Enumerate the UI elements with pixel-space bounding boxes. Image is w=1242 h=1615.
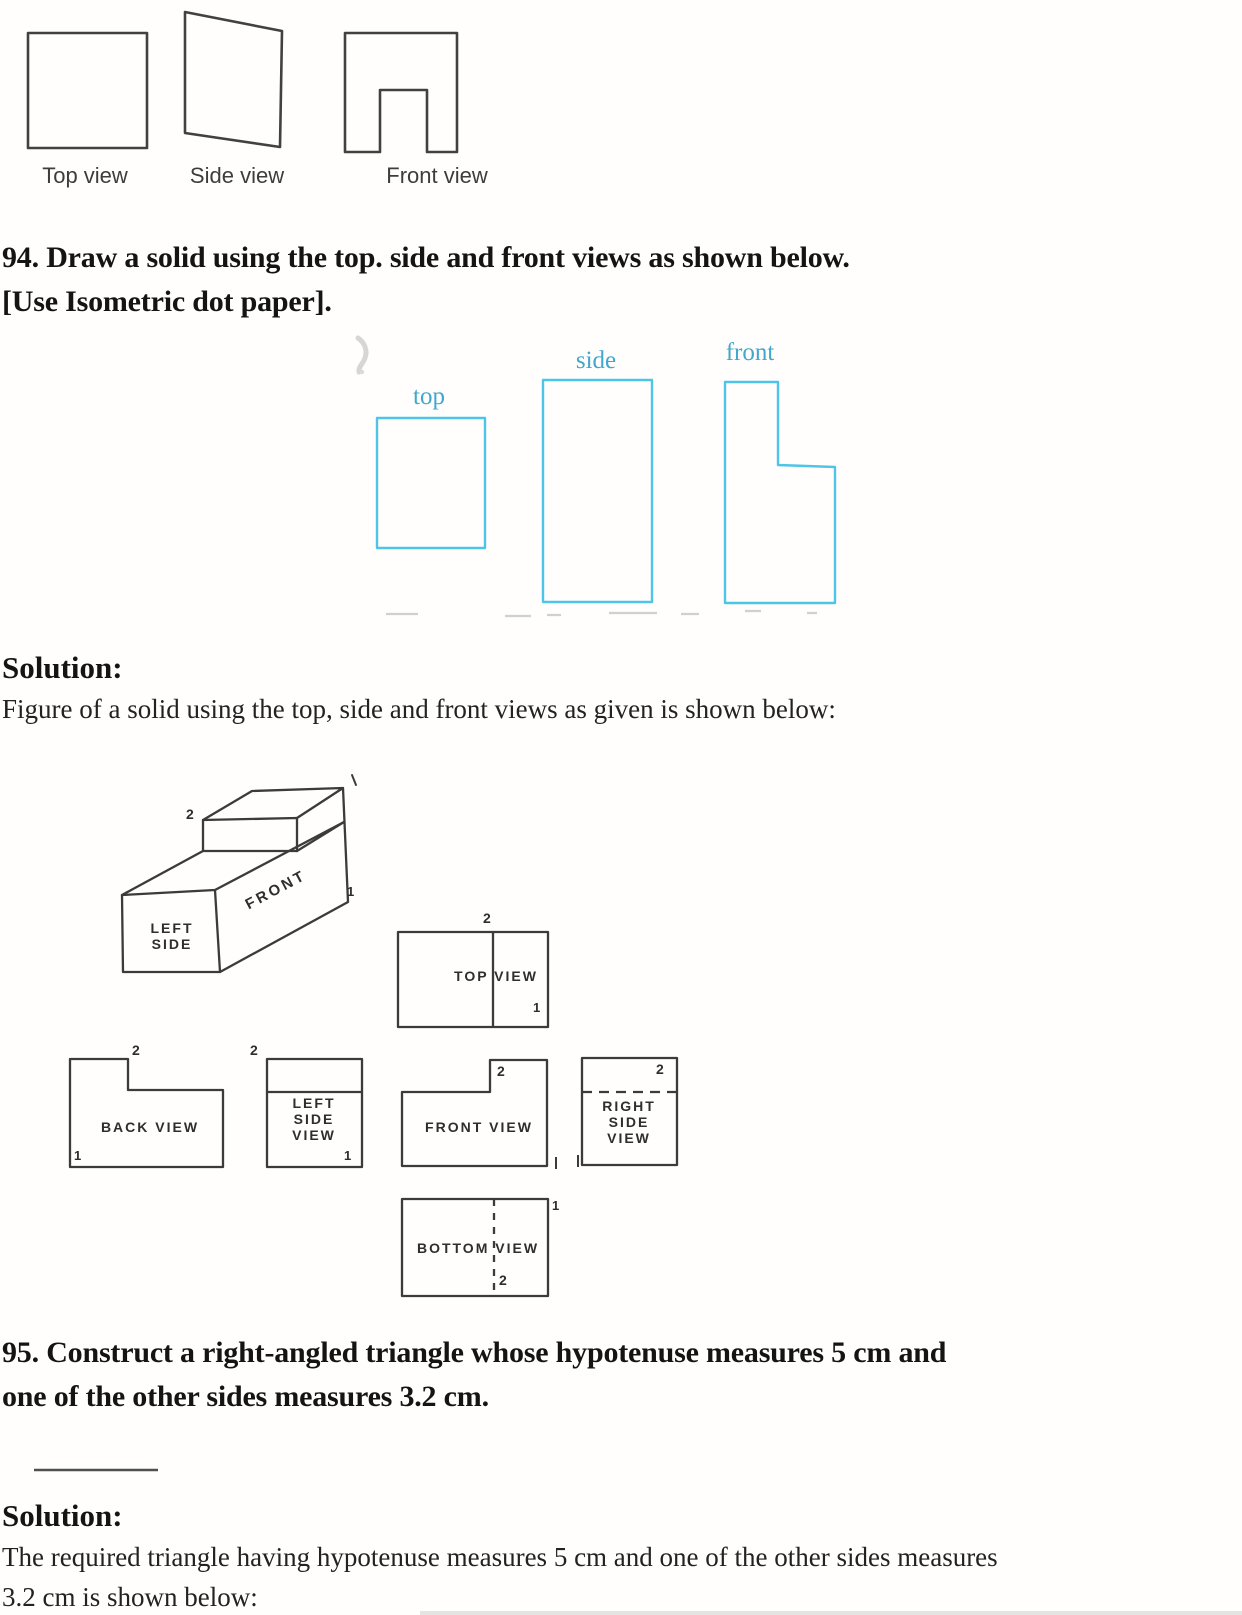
solution-94-heading: Solution: [2, 650, 123, 685]
left-side-view-label-line2: SIDE [293, 1111, 335, 1127]
back-view-dim-2: 2 [132, 1042, 140, 1058]
front-view-label: FRONT VIEW [425, 1119, 533, 1135]
left-side-view-dim-1: 1 [344, 1148, 352, 1163]
solid-step-top-face [201, 786, 345, 822]
bottom-view-rect [400, 1197, 550, 1298]
top-view-caption: Top view [42, 163, 128, 188]
right-side-view-rect [580, 1056, 679, 1167]
cyan-side-view-rect [541, 378, 654, 604]
back-view-label: BACK VIEW [100, 1119, 200, 1135]
cyan-side-label: side [575, 347, 617, 374]
orthographic-views-figures [68, 930, 679, 1298]
solution-94-body: Figure of a solid using the top, side an… [2, 694, 836, 724]
top-view-square-outline [26, 31, 149, 150]
top-view-label: TOP VIEW [454, 968, 538, 984]
solid-left-side-label-line2: SIDE [151, 936, 193, 952]
solid-front-top-edge [213, 820, 346, 892]
back-view-dim-1: 1 [74, 1148, 82, 1163]
front-view-caption: Front view [386, 163, 488, 188]
right-side-view-label: RIGHT SIDE VIEW [602, 1098, 656, 1146]
solution-95-body-line1: The required triangle having hypotenuse … [2, 1542, 998, 1572]
front-view-outline [400, 1058, 549, 1168]
solution-95-heading: Solution: [2, 1498, 123, 1533]
front-view-tick-marks [555, 1155, 579, 1169]
right-side-view-dim-2: 2 [656, 1061, 664, 1077]
back-view-outline [68, 1057, 225, 1169]
scan-artifact-squiggle [355, 335, 369, 375]
solid-right-and-bottom-edges [218, 786, 350, 974]
front-view-dim-2: 2 [497, 1063, 505, 1079]
bottom-view-label: BOTTOM VIEW [416, 1240, 540, 1256]
solution-95-body-line2: 3.2 cm is shown below: [2, 1582, 258, 1612]
scan-remnant-dashes [386, 609, 817, 618]
top-view-dim-2: 2 [483, 910, 491, 926]
solid-left-side-label-line1: LEFT [150, 920, 194, 936]
front-view-notched-square-outline [343, 31, 459, 154]
left-side-view-label-line3: VIEW [292, 1127, 336, 1143]
bottom-view-dim-2: 2 [499, 1272, 507, 1288]
question-95-line2: one of the other sides measures 3.2 cm. [2, 1380, 489, 1413]
right-side-view-label-line3: VIEW [607, 1130, 651, 1146]
top-view-rect [396, 930, 550, 1029]
cyan-front-view-lshape [723, 380, 837, 605]
cyan-front-label: front [725, 339, 775, 366]
bottom-view-dim-1: 1 [552, 1198, 560, 1213]
right-side-view-label-line1: RIGHT [602, 1098, 656, 1114]
left-side-view-rect [265, 1057, 364, 1169]
solid-left-side-label: LEFT SIDE [151, 920, 194, 952]
cyan-top-label: top [413, 383, 445, 410]
solid-step-front-face [201, 816, 299, 853]
cyan-top-view-rect [375, 416, 487, 550]
solid-dim-2: 2 [186, 806, 194, 822]
right-side-view-label-line2: SIDE [608, 1114, 650, 1130]
side-view-caption: Side view [189, 163, 285, 188]
solid-dim-1: 1 [347, 884, 355, 899]
question-95-line1: 95. Construct a right-angled triangle wh… [2, 1336, 947, 1369]
cyan-given-views-figures [375, 378, 837, 605]
question-94-line1: 94. Draw a solid using the top. side and… [2, 241, 850, 274]
left-side-view-dim-2: 2 [250, 1042, 258, 1058]
question-94-line2: [Use Isometric dot paper]. [2, 285, 332, 318]
top-view-dim-1: 1 [533, 1000, 541, 1015]
scan-edge-artifacts [34, 1468, 1242, 1615]
left-side-view-label-line1: LEFT [292, 1095, 336, 1111]
solid-tick-mark [351, 774, 357, 786]
isometric-solid-figure [120, 774, 357, 974]
side-view-parallelogram-outline [183, 10, 284, 149]
given-views-dark-figures [26, 10, 459, 154]
solid-step-base-edge [295, 820, 346, 853]
left-side-view-label: LEFT SIDE VIEW [292, 1095, 336, 1143]
